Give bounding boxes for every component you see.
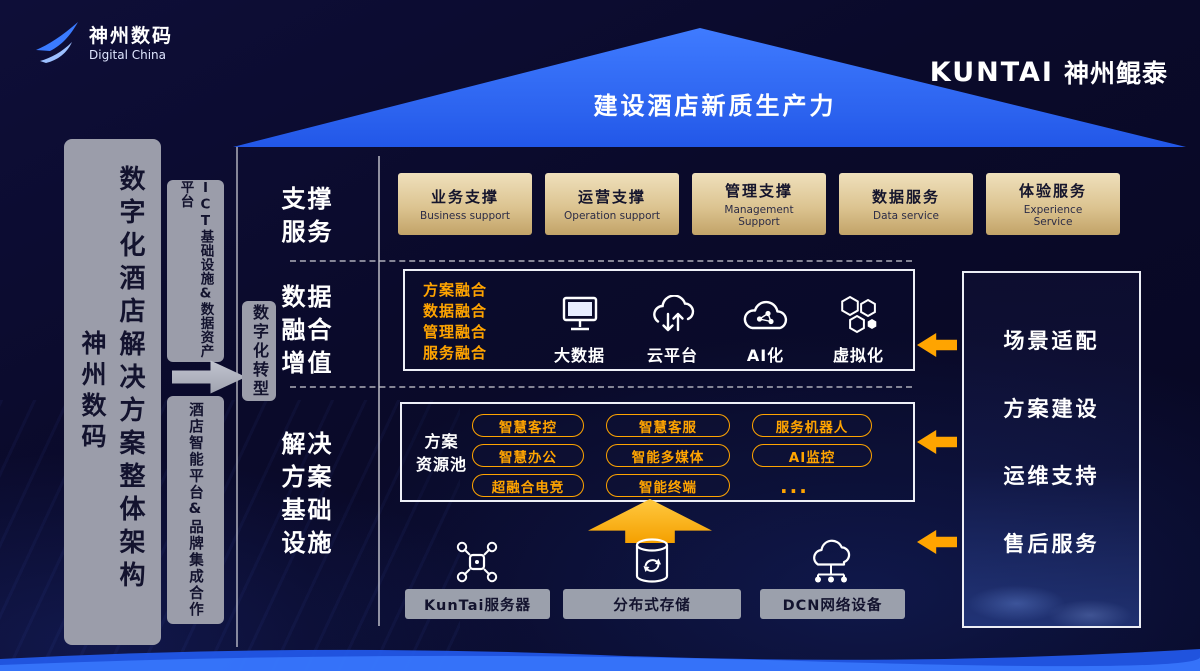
- support-box-cn: 体验服务: [1018, 182, 1087, 200]
- row-separator-bottom: [290, 386, 912, 388]
- hardware-label-server: KunTai服务器: [405, 589, 550, 619]
- support-box-cn: 运营支撑: [577, 188, 646, 206]
- pillar-hotel-label: 酒店智能平台&品牌集成合作: [187, 402, 203, 618]
- support-box-cn: 数据服务: [871, 188, 940, 206]
- service-item-ops: 运维支持: [1003, 464, 1100, 489]
- support-box-management: 管理支撑 Management Support: [692, 173, 826, 235]
- solution-pill: 智能终端: [606, 474, 730, 497]
- solution-pill: 智慧客控: [472, 414, 584, 437]
- tech-label: 云平台: [646, 346, 698, 365]
- service-left-arrow-icon: [917, 430, 957, 454]
- roof-title: 建设酒店新质生产力: [593, 92, 837, 120]
- company-vertical-label: 神州数码: [78, 330, 107, 454]
- solution-pill: 智慧客服: [606, 414, 730, 437]
- support-box-cn: 管理支撑: [724, 182, 793, 200]
- solution-pill: 服务机器人: [752, 414, 872, 437]
- kuntai-brand-text: KUNTAI: [929, 56, 1054, 88]
- support-box-cn: 业务支撑: [430, 188, 499, 206]
- support-row-label: 支撑 服务: [281, 185, 334, 246]
- digital-transformation-label: 数字化转型: [250, 303, 269, 399]
- fusion-item: 方案融合: [423, 281, 488, 299]
- cloud-platform-icon: [648, 294, 698, 339]
- hardware-label-storage: 分布式存储: [563, 589, 741, 619]
- pillar-ict-label: ICT基础设施&数据资产平台: [177, 180, 214, 358]
- tech-item-cloud: 云平台: [626, 278, 719, 366]
- tech-item-bigdata: 大数据: [533, 278, 626, 366]
- support-box-en: Business support: [420, 210, 510, 222]
- fusion-item: 管理融合: [423, 323, 488, 341]
- solution-pool-box: 方案 资源池 智慧客控 智慧客服 服务机器人 智慧办公 智能多媒体 AI监控 超…: [400, 402, 915, 502]
- hardware-label-network: DCN网络设备: [760, 589, 905, 619]
- solution-pills-grid: 智慧客控 智慧客服 服务机器人 智慧办公 智能多媒体 AI监控 超融合电竞 智能…: [472, 414, 872, 498]
- infrastructure-row-label: 解决 方案 基础 设施: [281, 430, 334, 557]
- row-label-divider: [378, 156, 380, 626]
- solution-pill-ellipsis: ...: [780, 473, 809, 498]
- ai-cloud-icon: [741, 295, 791, 339]
- fusion-item: 数据融合: [423, 302, 488, 320]
- support-services-row: 业务支撑 Business support 运营支撑 Operation sup…: [398, 173, 1120, 235]
- digital-china-name-cn: 神州数码: [89, 24, 174, 47]
- support-box-operation: 运营支撑 Operation support: [545, 173, 679, 235]
- digital-china-name-en: Digital China: [89, 48, 167, 63]
- tech-label: 虚拟化: [832, 346, 884, 365]
- solution-pool-label: 方案 资源池: [416, 432, 468, 474]
- service-item-aftersale: 售后服务: [1003, 532, 1100, 557]
- pillar-ict-platform: ICT基础设施&数据资产平台: [167, 180, 224, 362]
- fusion-item: 服务融合: [423, 344, 488, 362]
- digital-china-logo: 神州数码 Digital China: [34, 20, 173, 68]
- support-box-en: Experience Service: [1023, 204, 1083, 228]
- fusion-row-label: 数据 融合 增值: [281, 283, 334, 377]
- house-left-wall: [236, 147, 238, 647]
- row-separator-top: [290, 260, 912, 262]
- support-box-experience: 体验服务 Experience Service: [986, 173, 1120, 235]
- virtualization-hexagons-icon: [835, 293, 883, 339]
- kuntai-name-cn: 神州鲲泰: [1063, 59, 1168, 88]
- fusion-tech-row: 大数据 云平台: [533, 278, 905, 366]
- support-box-en: Data service: [872, 210, 940, 222]
- support-box-data: 数据服务 Data service: [839, 173, 973, 235]
- support-box-en: Management Support: [724, 204, 794, 228]
- service-item-scene: 场景适配: [1003, 328, 1100, 353]
- transform-right-arrow-icon: [172, 360, 246, 394]
- tech-item-virtualization: 虚拟化: [812, 278, 905, 366]
- digital-transformation-tag: 数字化转型: [242, 301, 276, 401]
- support-box-en: Operation support: [564, 210, 660, 222]
- tech-label: AI化: [746, 346, 785, 365]
- service-panel: 场景适配 方案建设 运维支持 售后服务: [962, 271, 1141, 628]
- distributed-storage-icon: [629, 536, 675, 590]
- digital-china-swoosh-icon: [34, 20, 80, 68]
- solution-pill: 超融合电竞: [472, 474, 584, 497]
- tech-label: 大数据: [553, 346, 605, 365]
- architecture-title-vertical: 数字化酒店解决方案整体架构: [115, 165, 145, 594]
- service-left-arrow-icon: [917, 530, 957, 554]
- solution-pill: AI监控: [752, 444, 872, 467]
- big-data-monitor-icon: [557, 295, 603, 339]
- service-item-build: 方案建设: [1003, 396, 1100, 421]
- pillar-hotel-platform: 酒店智能平台&品牌集成合作: [167, 396, 224, 624]
- solution-pill: 智慧办公: [472, 444, 584, 467]
- server-icon: [452, 538, 502, 590]
- data-fusion-box: 方案融合 数据融合 管理融合 服务融合 大数据: [403, 269, 915, 371]
- network-device-icon: [806, 538, 856, 590]
- support-box-business: 业务支撑 Business support: [398, 173, 532, 235]
- fusion-type-list: 方案融合 数据融合 管理融合 服务融合: [423, 280, 487, 364]
- solution-pill: 智能多媒体: [606, 444, 730, 467]
- tech-item-ai: AI化: [719, 278, 812, 366]
- service-left-arrow-icon: [917, 333, 957, 357]
- bottom-wave-decoration: [0, 649, 1200, 671]
- kuntai-logo: KUNTAI 神州鲲泰: [930, 54, 1168, 90]
- architecture-title-panel: 神州数码 数字化酒店解决方案整体架构: [64, 139, 161, 645]
